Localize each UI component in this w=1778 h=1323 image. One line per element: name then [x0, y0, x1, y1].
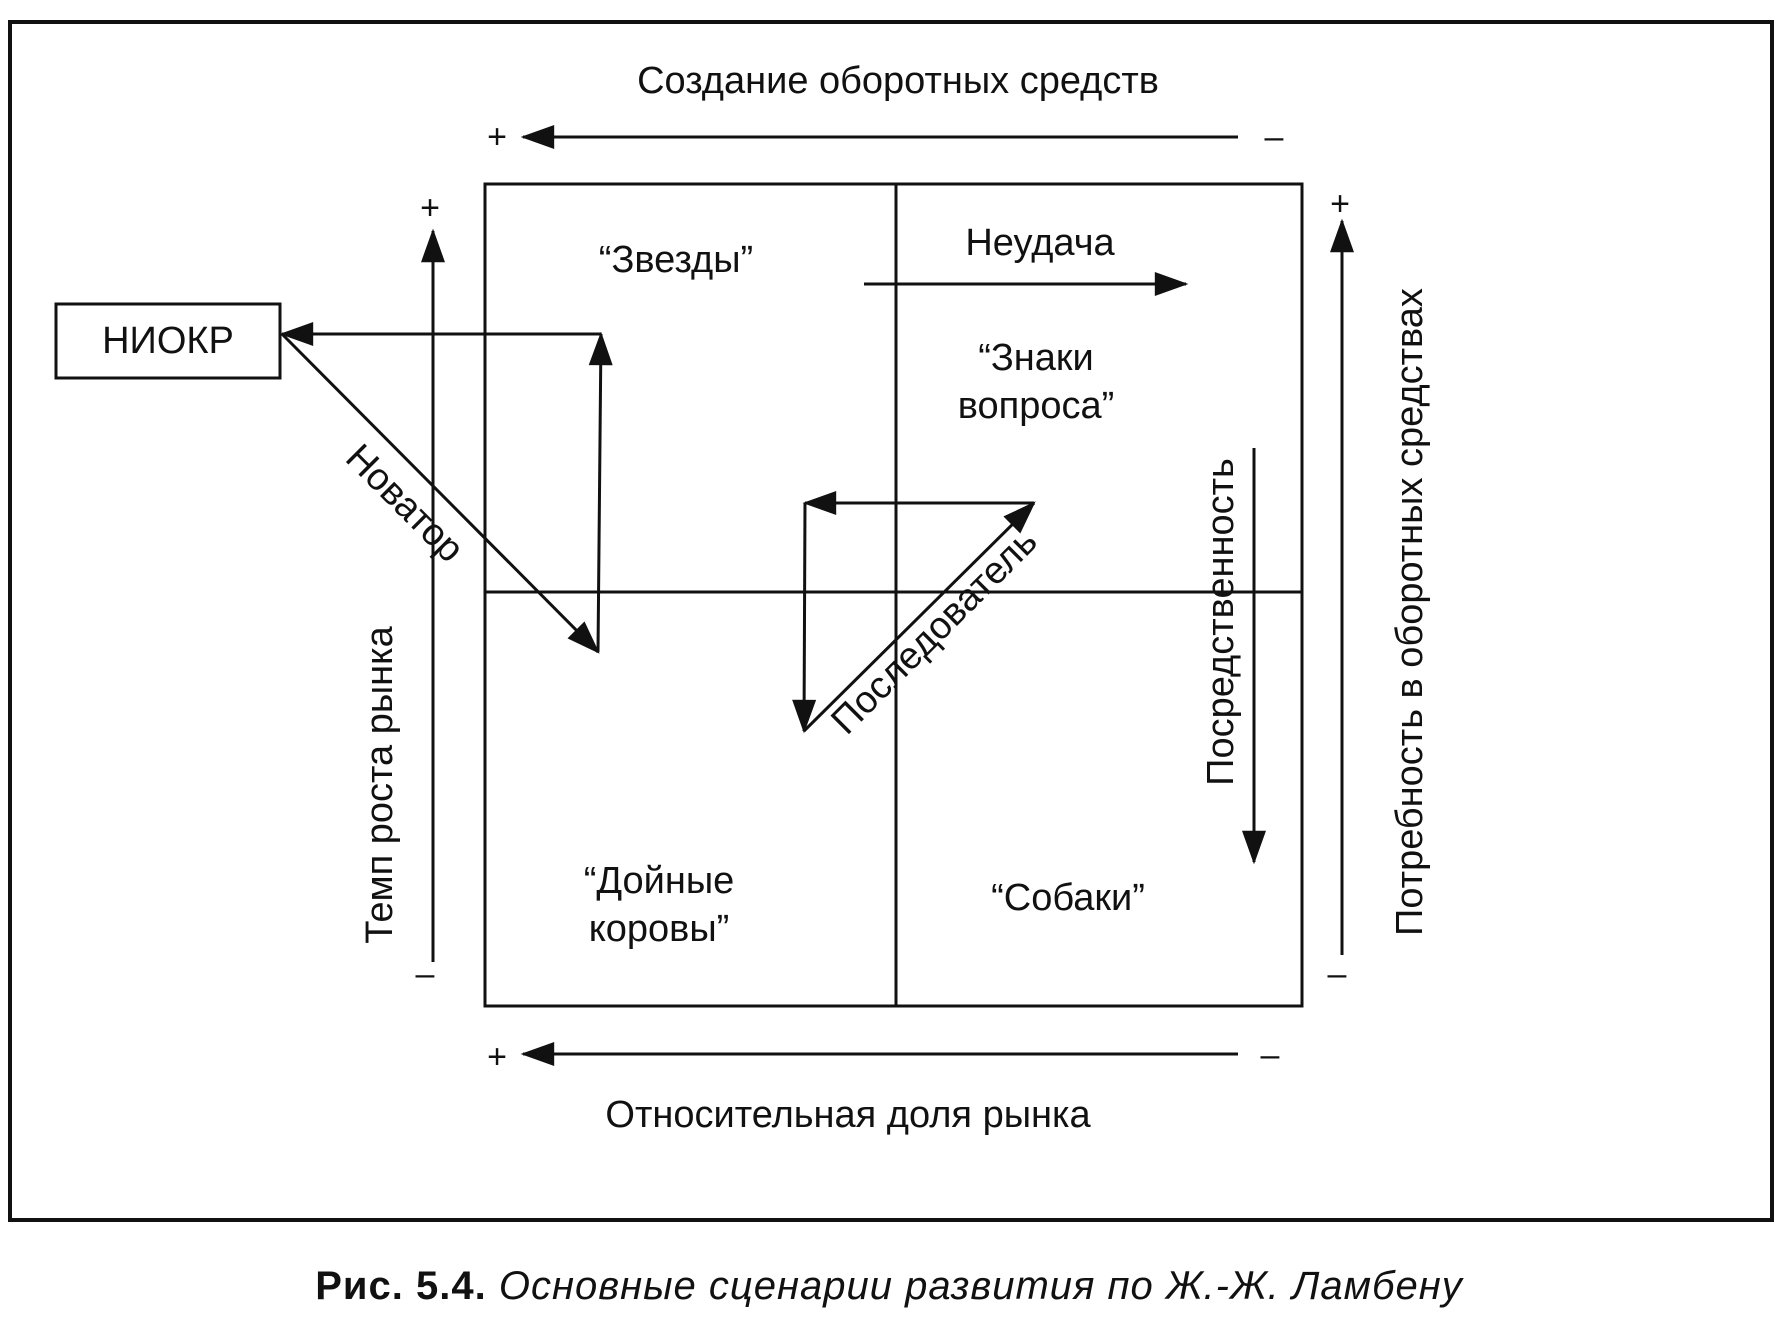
scenario-mediocrity-label: Посредственность — [1200, 458, 1242, 786]
bottom-axis-minus: – — [1261, 1036, 1280, 1074]
quadrant-question-label-line2: вопроса” — [958, 385, 1115, 427]
left-axis-plus: + — [420, 189, 440, 227]
quadrant-stars-label: “Звезды” — [599, 239, 753, 281]
scenario-follower-label: Последователь — [823, 520, 1045, 742]
quadrant-dogs-label: “Собаки” — [991, 877, 1145, 919]
outer-frame — [8, 20, 1774, 1222]
innovator-arrow-to-stars — [588, 331, 613, 653]
top-axis-plus: + — [487, 118, 507, 156]
follower-arrow-to-question — [802, 501, 1036, 733]
bottom-axis-label: Относительная доля рынка — [605, 1094, 1091, 1136]
top-axis-label: Создание оборотных средств — [637, 60, 1159, 102]
bcg-matrix-frame — [483, 182, 1304, 1008]
left-axis-minus: – — [416, 955, 435, 993]
quadrant-cows-label-line1: “Дойные — [584, 860, 735, 902]
top-axis-minus: – — [1265, 118, 1284, 156]
scenario-failure-label: Неудача — [965, 222, 1115, 264]
right-axis-label: Потребность в оборотных средствах — [1389, 288, 1431, 936]
quadrant-cows-label-line2: коровы” — [589, 908, 730, 950]
caption-number: Рис. 5.4. — [315, 1264, 487, 1308]
left-axis-label: Темп роста рынка — [359, 625, 401, 943]
follower-arrow-to-cows — [792, 502, 817, 734]
right-axis-minus: – — [1328, 955, 1347, 993]
niokr-label: НИОКР — [102, 320, 234, 362]
right-axis-plus: + — [1330, 185, 1350, 223]
innovator-arrow-to-cows — [280, 332, 600, 654]
figure-caption: Рис. 5.4. Основные сценарии развития по … — [0, 1262, 1778, 1310]
bottom-axis-plus: + — [487, 1038, 507, 1076]
quadrant-question-label-line1: “Знаки — [978, 337, 1094, 379]
caption-text: Основные сценарии развития по Ж.-Ж. Ламб… — [498, 1264, 1463, 1308]
